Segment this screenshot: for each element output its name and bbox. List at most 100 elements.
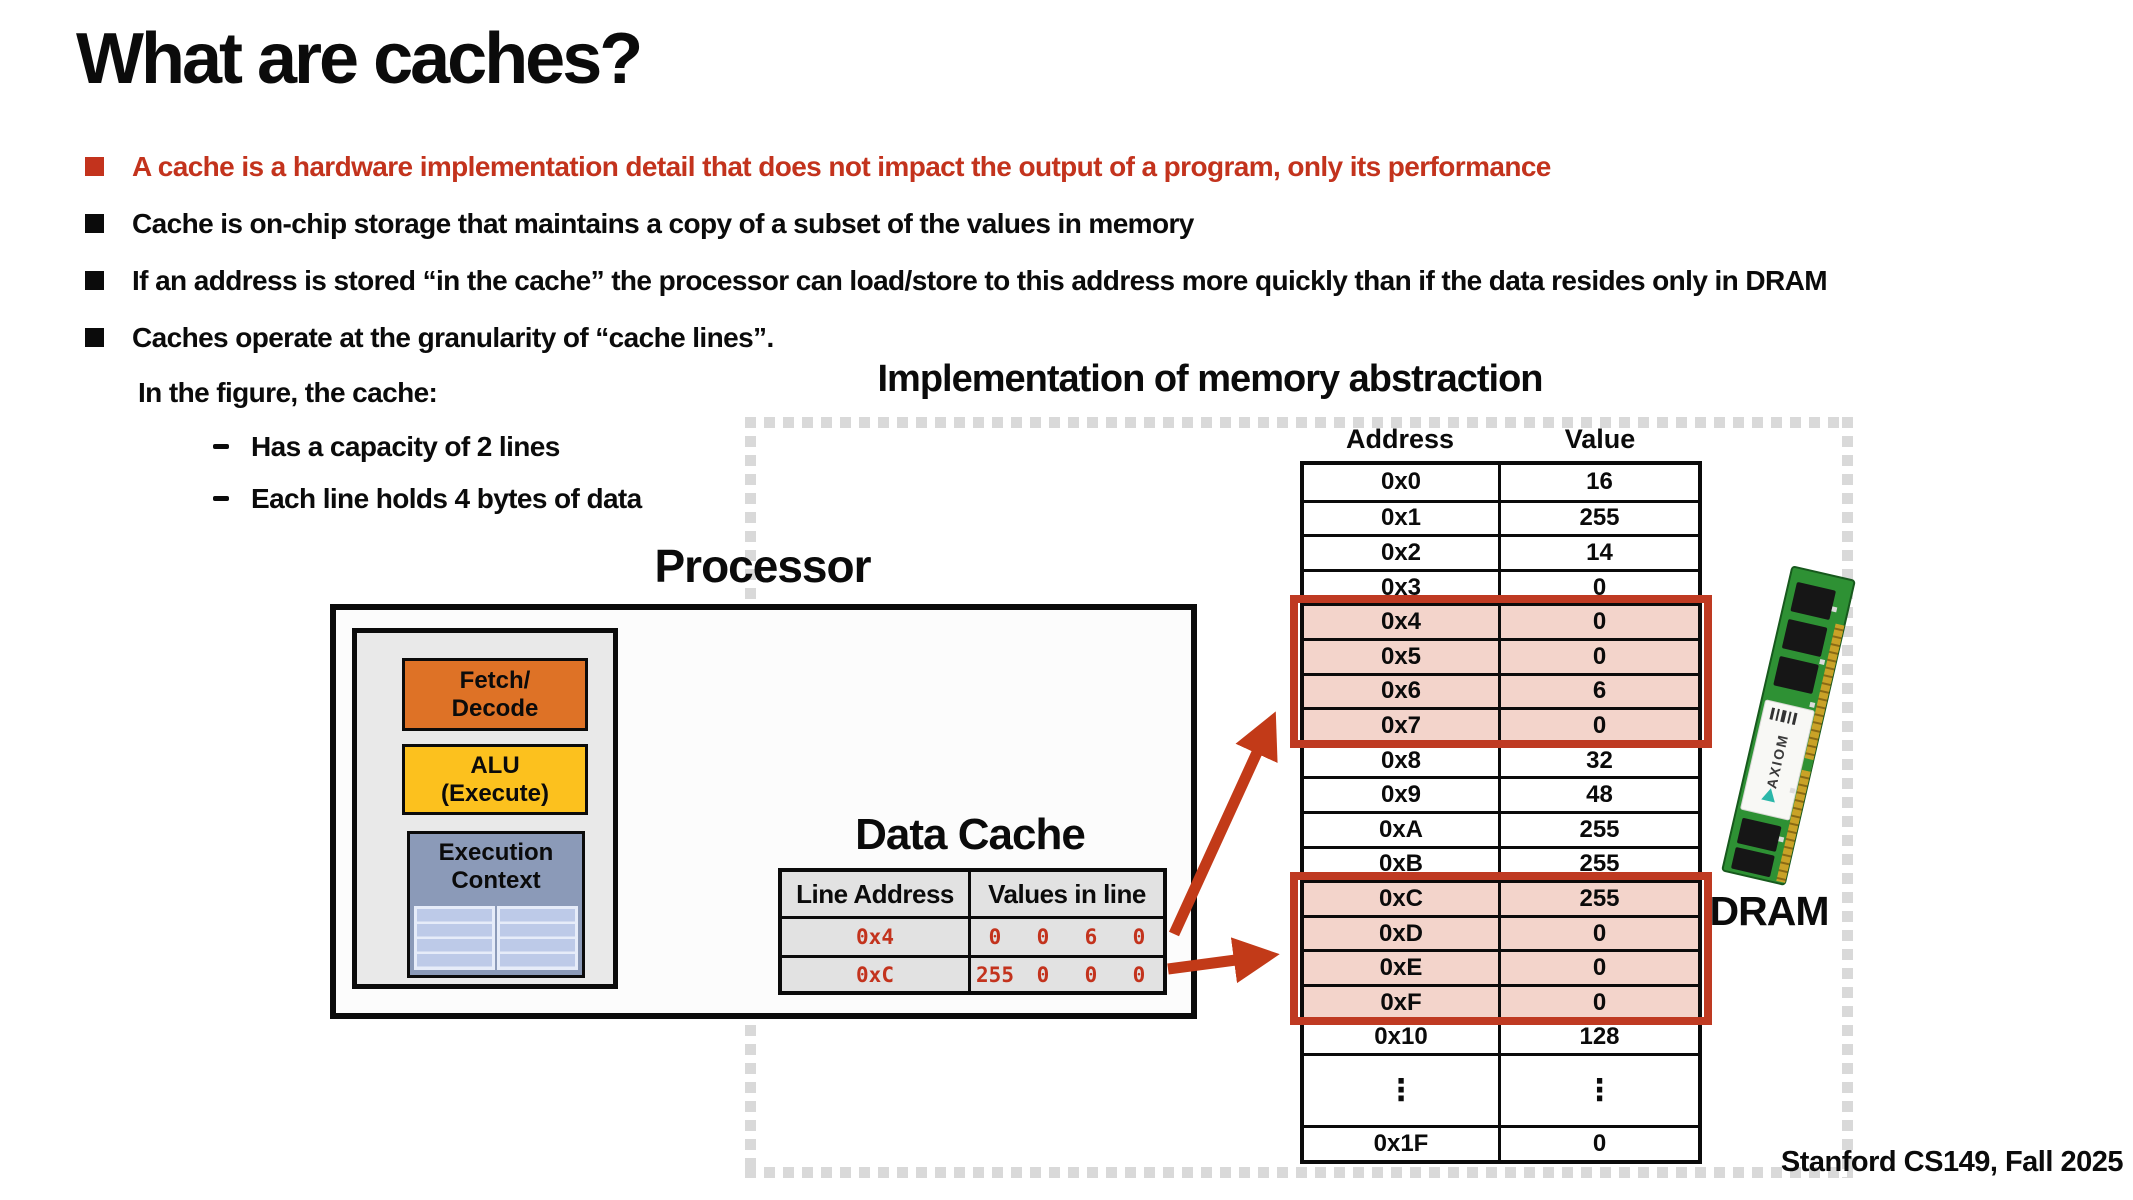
cache-line-address-cell: 0xC [782, 958, 971, 991]
sub-bullet-item: Each line holds 4 bytes of data [213, 482, 642, 516]
memory-address-cell: 0x4 [1304, 606, 1501, 638]
memory-row: 0x1 255 [1304, 499, 1698, 535]
memory-row: 0x7 0 [1304, 707, 1698, 742]
dram-label: DRAM [1709, 888, 1830, 934]
bullet-text: Cache is on-chip storage that maintains … [132, 208, 1194, 239]
memory-address-header: Address [1345, 424, 1455, 454]
memory-address-cell: 0x9 [1304, 779, 1501, 811]
bullet-item: If an address is stored “in the cache” t… [85, 264, 2095, 298]
memory-row: 0xB 255 [1304, 845, 1698, 881]
bullet-text: Caches operate at the granularity of “ca… [132, 322, 774, 353]
memory-value-cell: 255 [1579, 504, 1620, 532]
processor-label: Processor [654, 540, 871, 592]
fetch-decode-box: Fetch/ Decode [402, 658, 588, 731]
bullet-square-icon [85, 271, 104, 290]
dram-module-image: AXIOM [1721, 565, 1856, 886]
sub-bullet-text: Has a capacity of 2 lines [251, 431, 560, 462]
page-title: What are caches? [76, 19, 643, 99]
data-cache-header-cell: Line Address [782, 872, 971, 916]
bullet-square-icon [85, 328, 104, 347]
memory-value-cell: 0 [1592, 711, 1607, 739]
memory-address-cell: 0xA [1304, 813, 1501, 846]
cache-byte-value: 0 [1132, 962, 1146, 987]
memory-value-cell: 255 [1579, 815, 1620, 843]
bullet-text: A cache is a hardware implementation det… [132, 151, 1551, 182]
memory-value-cell: ⋮ [1584, 1074, 1615, 1108]
memory-address-cell: 0xF [1304, 986, 1501, 1019]
memory-address-cell: 0x0 [1304, 465, 1501, 500]
memory-value-cell: 14 [1586, 538, 1613, 566]
memory-row: 0x9 48 [1304, 776, 1698, 811]
alu-label: ALU [470, 751, 520, 779]
data-cache-header-row: Line Address Values in line [782, 872, 1163, 919]
memory-value-cell: 48 [1586, 781, 1613, 809]
memory-value-cell: 255 [1579, 850, 1620, 878]
bullet-text: If an address is stored “in the cache” t… [132, 265, 1828, 296]
memory-row: 0xA 255 [1304, 810, 1698, 846]
cache-byte-value: 255 [976, 962, 1014, 987]
memory-address-cell: ⋮ [1304, 1056, 1501, 1126]
fetch-decode-label: Decode [451, 694, 539, 722]
memory-address-cell: 0xB [1304, 848, 1501, 881]
bullet-item: A cache is a hardware implementation det… [85, 150, 2095, 184]
memory-row: 0x10 128 [1304, 1018, 1698, 1054]
cache-byte-value: 6 [1084, 925, 1098, 949]
memory-address-cell: 0xE [1304, 952, 1501, 984]
bullet-item: Caches operate at the granularity of “ca… [85, 321, 2095, 355]
memory-value-cell: 0 [1592, 954, 1607, 982]
memory-address-cell: 0x6 [1304, 675, 1501, 708]
footer-credit: Stanford CS149, Fall 2025 [1780, 1146, 2124, 1178]
register-grid [497, 906, 578, 970]
memory-value-cell: 255 [1579, 884, 1620, 912]
memory-row: 0xF 0 [1304, 983, 1698, 1019]
sub-bullet-item: Has a capacity of 2 lines [213, 430, 560, 464]
register-grid [414, 906, 495, 970]
cache-byte-value: 0 [1132, 925, 1146, 949]
dash-icon [213, 444, 229, 449]
memory-value-cell: 0 [1592, 919, 1607, 947]
memory-address-cell: 0x7 [1304, 710, 1501, 742]
cache-line-values-cell: 255 0 0 0 [971, 958, 1163, 991]
memory-address-cell: 0x10 [1304, 1021, 1501, 1054]
bullet-square-icon [85, 214, 104, 233]
memory-value-cell: 0 [1592, 573, 1607, 601]
memory-value-header: Value [1564, 424, 1636, 454]
memory-address-cell: 0xC [1304, 883, 1501, 915]
cache-line-address-cell: 0x4 [782, 919, 971, 955]
fetch-decode-label: Fetch/ [459, 666, 531, 694]
data-cache-title: Data Cache [855, 810, 1086, 859]
memory-value-cell: 16 [1586, 468, 1613, 496]
alu-box: ALU (Execute) [402, 744, 588, 815]
data-cache-row: 0x4 0 0 6 0 [782, 919, 1163, 955]
cache-byte-value: 0 [988, 925, 1002, 949]
memory-row: 0xC 255 [1304, 880, 1698, 915]
memory-address-cell: 0x3 [1304, 571, 1501, 604]
memory-value-cell: 0 [1592, 1129, 1607, 1157]
memory-address-cell: 0x1 [1304, 502, 1501, 535]
memory-row: 0xE 0 [1304, 949, 1698, 984]
sub-intro-text: In the figure, the cache: [138, 377, 438, 408]
memory-row: 0x6 6 [1304, 672, 1698, 708]
memory-value-cell: 6 [1592, 677, 1607, 705]
dash-icon [213, 496, 229, 501]
memory-row: 0xD 0 [1304, 914, 1698, 950]
cache-byte-value: 0 [1084, 962, 1098, 987]
cache-byte-value: 0 [1036, 925, 1050, 949]
memory-value-cell: 0 [1592, 988, 1607, 1016]
memory-address-cell: 0xD [1304, 917, 1501, 950]
sub-bullet-text: Each line holds 4 bytes of data [251, 483, 642, 514]
brand-triangle-icon [1761, 788, 1775, 803]
memory-value-cell: 128 [1579, 1023, 1620, 1051]
memory-row: 0x0 16 [1304, 465, 1698, 500]
cache-byte-value: 0 [1036, 962, 1050, 987]
